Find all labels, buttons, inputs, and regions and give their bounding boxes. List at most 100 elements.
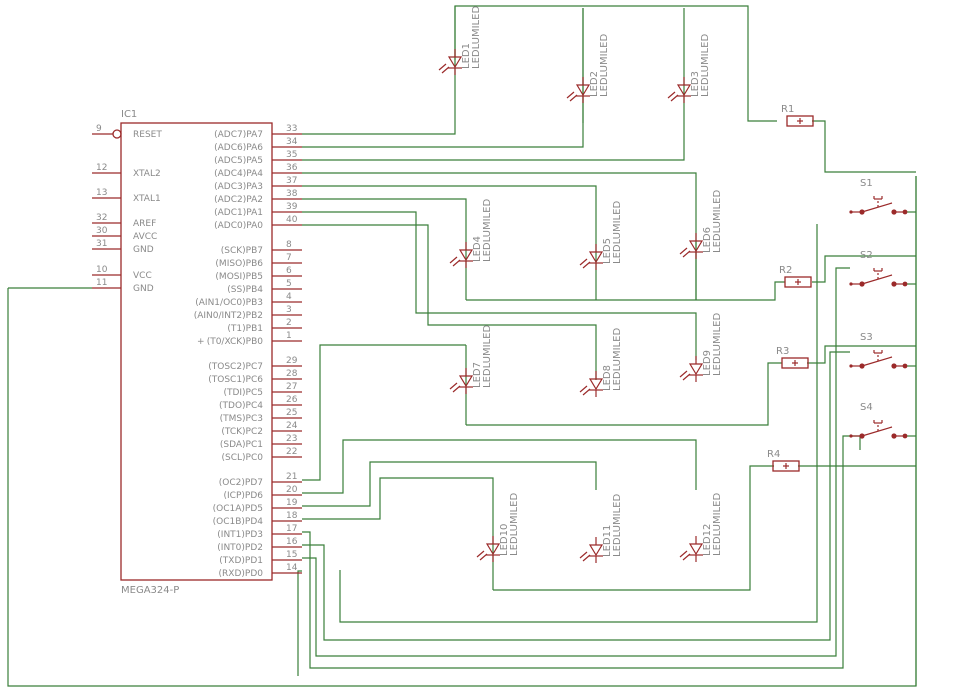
ic1-right-pin[interactable]: 21(OC2)PD7	[219, 472, 302, 488]
ic1-name: IC1	[121, 109, 137, 120]
ic1-chip[interactable]: IC1MEGA324-P9RESET12XTAL213XTAL132AREF30…	[92, 109, 302, 596]
ic1-right-pin[interactable]: 27(TDI)PC5	[223, 382, 302, 398]
led-value: LEDLUMILED	[612, 328, 623, 391]
pin-number: 2	[286, 318, 292, 328]
resistor-4[interactable]: R4	[767, 449, 800, 472]
resistor-label: R3	[776, 346, 789, 357]
switch-label: S1	[860, 178, 873, 189]
pin-name: (INT1)PD3	[217, 530, 263, 540]
pin-name: (ADC3)PA3	[214, 182, 263, 192]
ic1-right-pin[interactable]: 40(ADC0)PA0	[214, 215, 302, 231]
pin-number: 23	[286, 434, 297, 444]
ic1-right-pin[interactable]: 17(INT1)PD3	[217, 524, 302, 540]
ic1-right-pin[interactable]: 22(SCL)PC0	[222, 447, 302, 463]
ic1-right-pin[interactable]: 14(RXD)PD0	[219, 563, 302, 579]
ic1-right-pin[interactable]: 1(T0/XCK)PB0	[207, 331, 302, 347]
wire	[302, 461, 597, 507]
pin-number: 14	[286, 563, 298, 573]
led-value: LEDLUMILED	[612, 201, 623, 264]
ic1-right-pin[interactable]: 29(TOSC2)PC7	[208, 356, 302, 372]
pin-name: GND	[133, 284, 154, 294]
resistor-label: R2	[779, 265, 792, 276]
ic1-right-pin[interactable]: 24(TCK)PC2	[221, 421, 302, 437]
ic1-right-pin[interactable]: 8(SCK)PB7	[221, 240, 302, 256]
resistor-1[interactable]: R1	[781, 104, 814, 127]
ic1-right-pin[interactable]: 38(ADC2)PA2	[214, 189, 302, 205]
ic1-right-pin[interactable]: 4(AIN1/OC0)PB3	[195, 292, 302, 308]
resistor-2[interactable]: R2	[779, 265, 812, 288]
pin-marker: +	[197, 337, 205, 347]
pin-name: (ADC4)PA4	[214, 169, 263, 179]
ic1-right-pin[interactable]: 36(ADC4)PA4	[214, 163, 302, 179]
pin-name: AVCC	[133, 232, 157, 242]
pin-name: (OC2)PD7	[219, 478, 263, 488]
ic1-right-pin[interactable]: 39(ADC1)PA1	[214, 202, 302, 218]
pin-number: 35	[286, 150, 297, 160]
ic1-right-pin[interactable]: 23(SDA)PC1	[220, 434, 302, 450]
led-value: LEDLUMILED	[712, 190, 723, 253]
pin-name: (ADC0)PA0	[214, 221, 263, 231]
wire	[302, 5, 777, 135]
switch-4[interactable]: S4	[849, 402, 908, 439]
switch-2[interactable]: S2	[849, 250, 908, 287]
ic1-right-pin[interactable]: 37(ADC3)PA3	[214, 176, 302, 192]
wire	[339, 224, 818, 623]
ic1-right-pin[interactable]: 25(TMS)PC3	[220, 408, 302, 424]
switch-1[interactable]: S1	[849, 178, 908, 215]
led-value: LEDLUMILED	[482, 199, 493, 262]
pin-number: 34	[286, 137, 298, 147]
led-value: LEDLUMILED	[712, 493, 723, 556]
ic1-right-pin[interactable]: 34(ADC6)PA6	[214, 137, 302, 153]
ic1-right-pin[interactable]: 2(T1)PB1	[227, 318, 302, 334]
resistor-3[interactable]: R3	[776, 346, 809, 369]
pin-name: (TDI)PC5	[223, 388, 263, 398]
switch-3[interactable]: S3	[849, 332, 908, 369]
ic1-right-pin[interactable]: 19(OC1A)PD5	[213, 498, 302, 514]
ic1-right-pin[interactable]: 6(MOSI)PB5	[215, 266, 302, 282]
ic1-body[interactable]	[120, 122, 273, 581]
wire	[812, 120, 916, 173]
led-value: LEDLUMILED	[712, 313, 723, 376]
wire	[812, 255, 916, 283]
ic1-right-pin[interactable]: 15(TXD)PD1	[219, 550, 302, 566]
ic1-right-pin[interactable]: 35(ADC5)PA5	[214, 150, 302, 166]
ic1-right-pin[interactable]: 5(SS)PB4	[227, 279, 302, 295]
pin-name: (MISO)PB6	[215, 259, 263, 269]
ic1-right-pin[interactable]: 7(MISO)PB6	[215, 253, 302, 269]
ic1-right-pin[interactable]: 26(TDO)PC4	[219, 395, 302, 411]
pin-name: (T0/XCK)PB0	[207, 337, 264, 347]
pin-name: (ADC2)PA2	[214, 195, 263, 205]
pin-number: 3	[286, 305, 292, 315]
ic1-right-pin[interactable]: 20(ICP)PD6	[224, 485, 302, 501]
pin-name: XTAL2	[133, 169, 161, 179]
ic1-right-pin[interactable]: 16(INT0)PD2	[217, 537, 302, 553]
pin-number: 15	[286, 550, 297, 560]
ic1-right-pin[interactable]: 33(ADC7)PA7	[214, 124, 302, 140]
ic1-right-pin[interactable]: 18(OC1B)PD4	[213, 511, 302, 527]
ic1-right-pin[interactable]: 28(TOSC1)PC6	[208, 369, 302, 385]
switch-label: S4	[860, 402, 873, 413]
led-value: LEDLUMILED	[599, 34, 610, 97]
ic1-right-pin[interactable]: 3(AIN0/INT2)PB2	[194, 305, 302, 321]
wire	[302, 439, 697, 494]
